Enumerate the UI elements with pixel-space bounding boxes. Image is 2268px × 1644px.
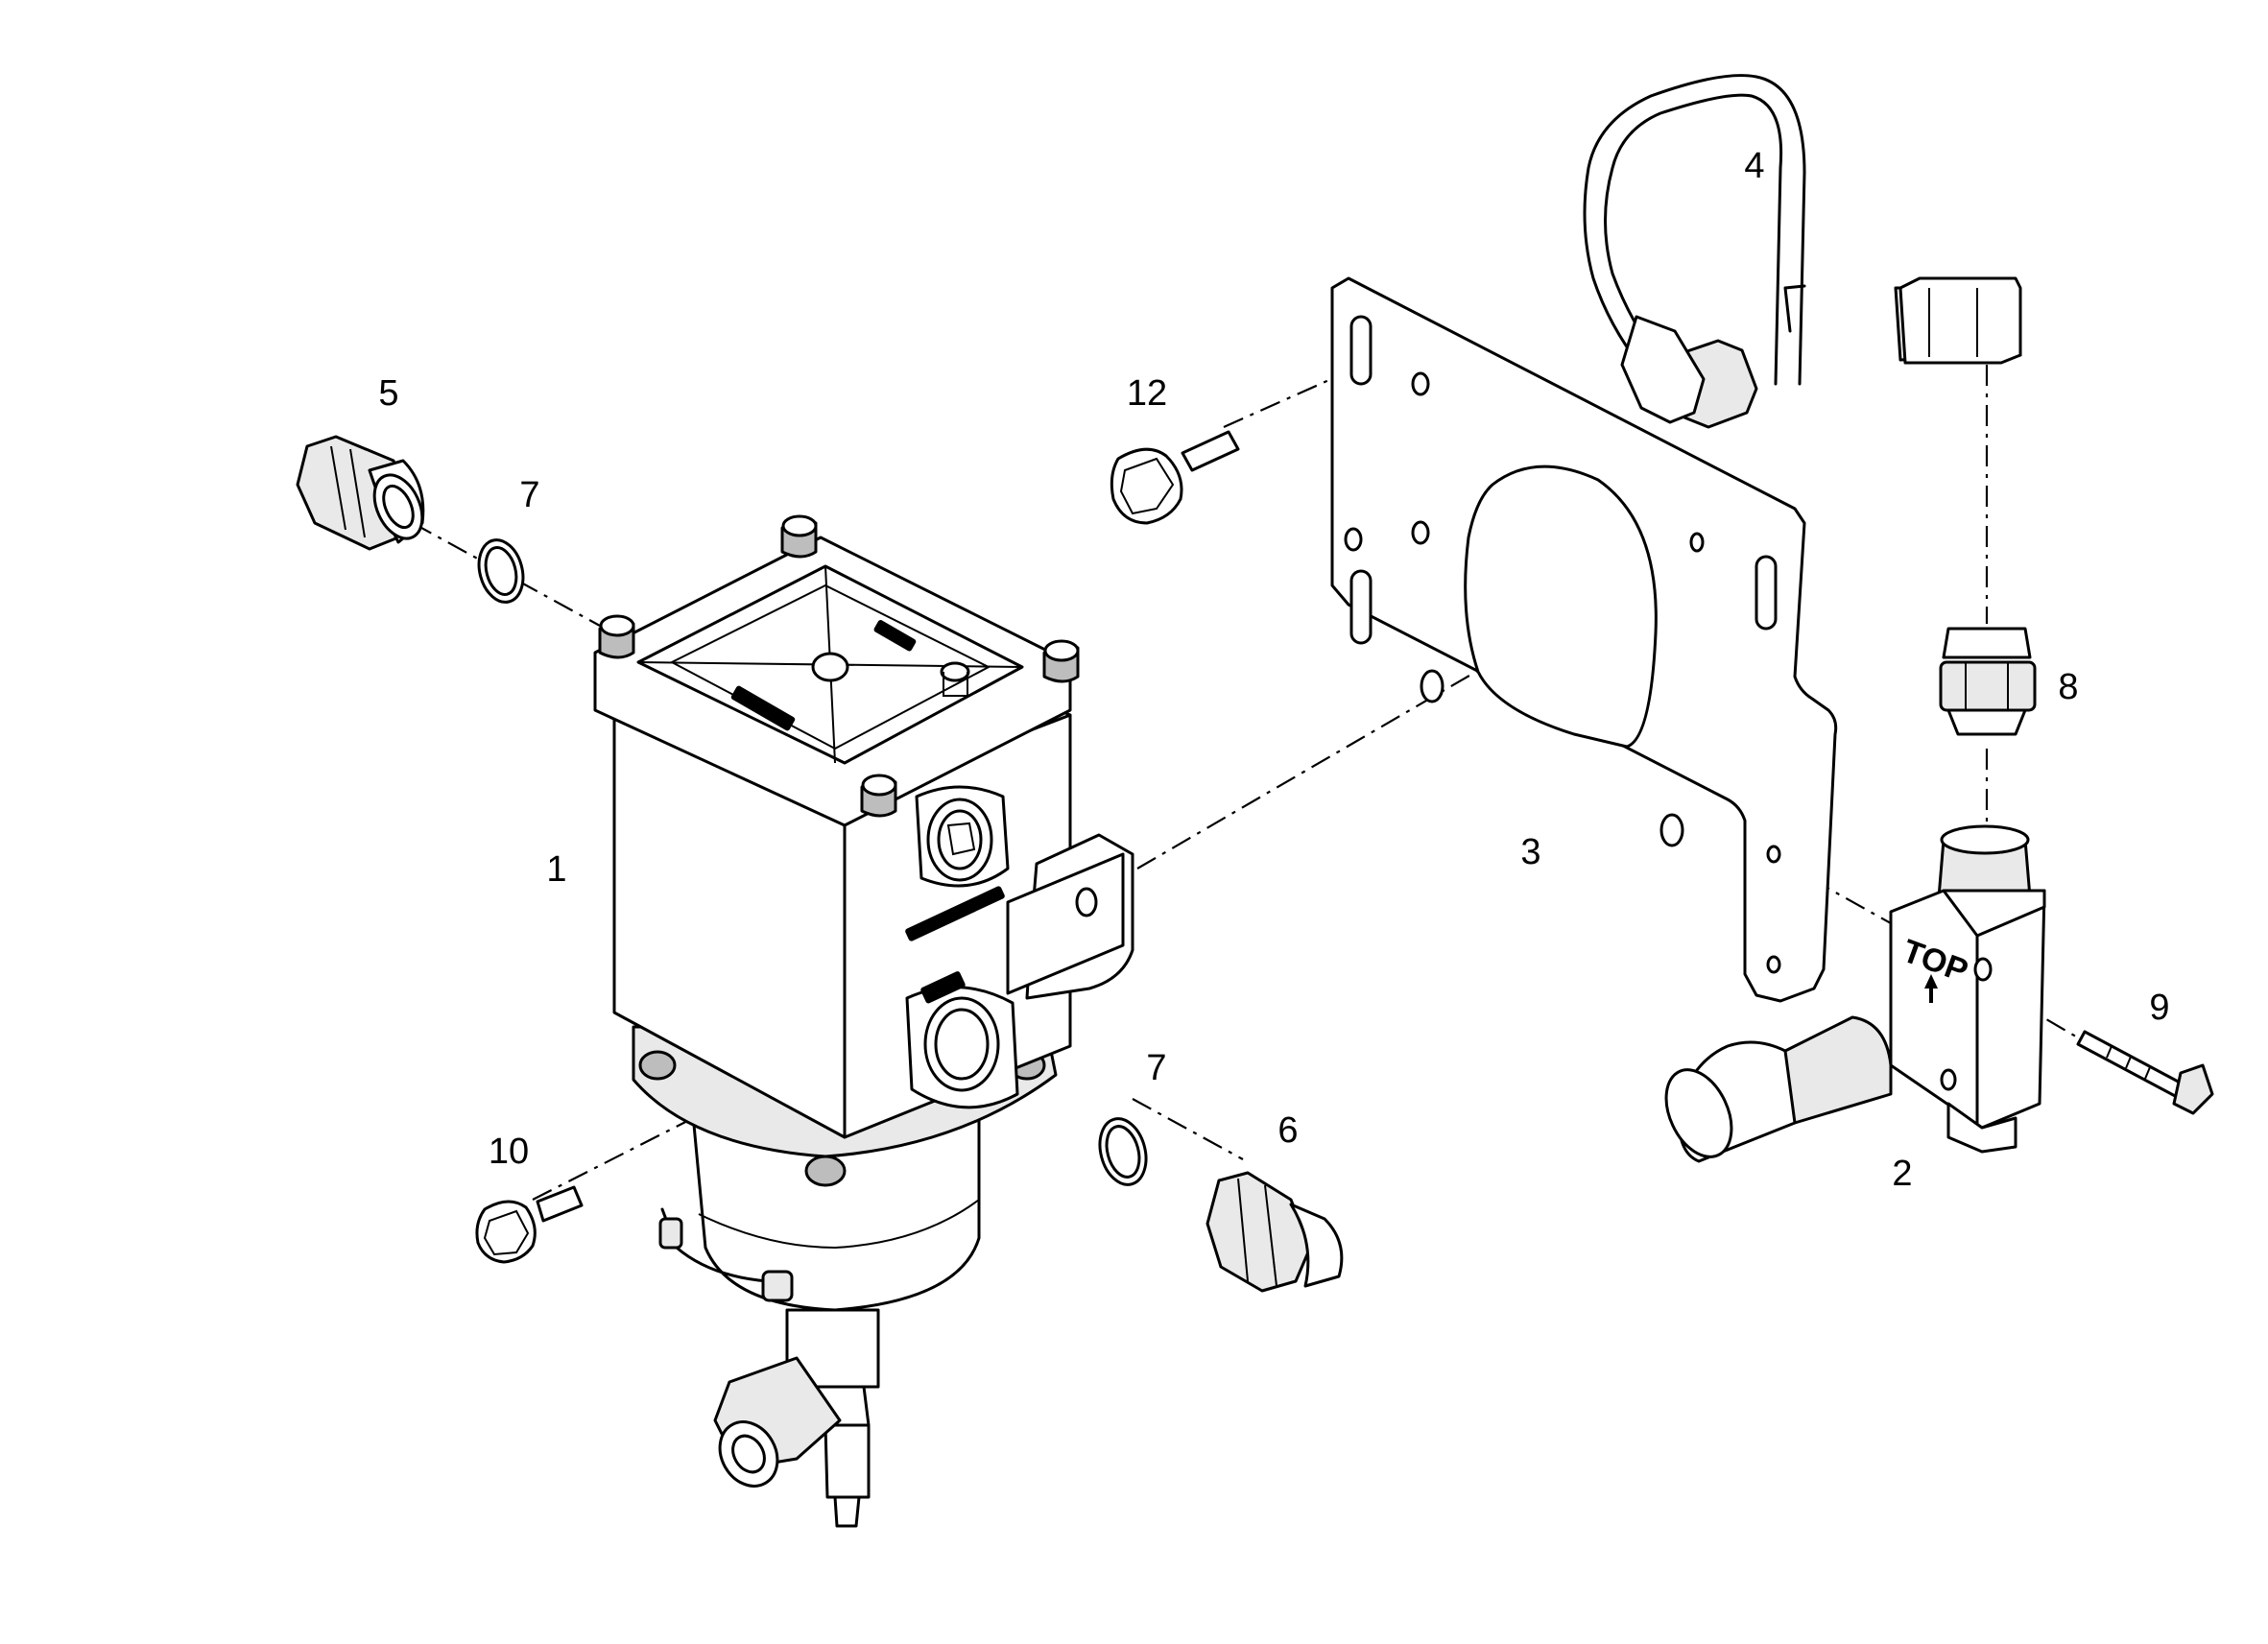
callout-8: 8 — [2058, 667, 2078, 707]
callout-5: 5 — [378, 373, 398, 414]
fuel-line-tube — [1583, 74, 2022, 429]
top-bolts — [598, 514, 1080, 818]
callout-labels: 1 2 3 4 5 6 7 7 8 9 10 12 — [378, 146, 2169, 1194]
fitting-6 — [1206, 1171, 1344, 1293]
callout-12: 12 — [1127, 373, 1167, 414]
valve-block: TOP — [1664, 824, 2046, 1163]
callout-1: 1 — [546, 849, 566, 890]
o-ring-lower — [1098, 1117, 1148, 1186]
callout-10: 10 — [489, 1132, 529, 1172]
long-bolt — [2076, 1030, 2214, 1115]
callout-4: 4 — [1744, 146, 1764, 186]
straight-fitting — [1939, 627, 2037, 736]
callout-6: 6 — [1277, 1110, 1298, 1151]
callout-7-lower: 7 — [1146, 1048, 1166, 1088]
fuel-filter-assembly — [593, 514, 1134, 1528]
fitting-5 — [296, 435, 425, 551]
callout-7-upper: 7 — [519, 475, 539, 515]
callout-2: 2 — [1892, 1154, 1912, 1194]
o-ring-upper — [477, 538, 525, 604]
callout-9: 9 — [2149, 988, 2169, 1028]
callout-3: 3 — [1520, 832, 1540, 872]
bolt-10 — [475, 1185, 584, 1264]
mounting-bracket — [1330, 276, 1838, 1003]
bolt-12 — [1110, 430, 1240, 525]
